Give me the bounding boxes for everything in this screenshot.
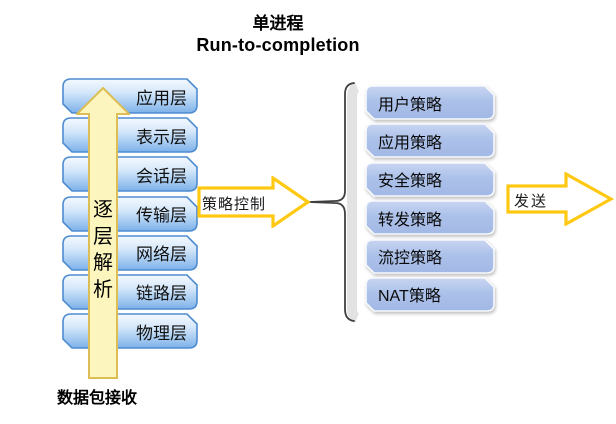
layer-label: 传输层 [136, 206, 187, 226]
policy-box-shape [365, 123, 495, 159]
curly-brace [308, 82, 360, 323]
title-line-1: 单进程 [252, 14, 304, 33]
up-arrow-label: 逐层解析 [93, 199, 113, 301]
layer-label: 物理层 [136, 323, 187, 343]
title-line-2: Run-to-completion [196, 35, 360, 56]
policy-box-shape [365, 85, 495, 120]
policy-box-nat: NAT策略 [365, 277, 495, 312]
packet-receive-label: 数据包接收 [57, 390, 138, 407]
layer-label: 应用层 [136, 88, 187, 108]
layer-label: 网络层 [136, 245, 187, 265]
diagram-title: 单进程 Run-to-completion [150, 13, 406, 57]
send-arrow [506, 172, 614, 226]
policy-label: 安全策略 [378, 173, 443, 191]
policy-box-shape [365, 277, 495, 312]
policy-label: 应用策略 [378, 134, 443, 152]
layer-label: 会话层 [136, 166, 187, 186]
policy-box-security: 安全策略 [365, 161, 495, 197]
policy-box-shape [365, 161, 495, 197]
policy-label: 转发策略 [378, 211, 443, 229]
policy-box-shape [365, 238, 495, 274]
layer-label: 链路层 [136, 284, 187, 304]
layer-label: 表示层 [136, 127, 187, 147]
policy-label: 流控策略 [378, 250, 443, 268]
policy-box-shape [365, 200, 495, 235]
policy-control-label: 策略控制 [202, 196, 267, 213]
policy-stack: 用户策略 应用策略 安全策略 转发策略 流控策略 NAT策略 [365, 85, 495, 312]
policy-box-app: 应用策略 [365, 123, 495, 159]
policy-label: 用户策略 [378, 96, 443, 114]
send-label: 发送 [514, 193, 549, 210]
policy-box-user: 用户策略 [365, 85, 495, 120]
policy-box-flowcontrol: 流控策略 [365, 238, 495, 274]
upward-parse-arrow [76, 87, 130, 379]
policy-control-arrow [197, 176, 311, 228]
policy-box-forward: 转发策略 [365, 200, 495, 235]
policy-label: NAT策略 [378, 288, 441, 306]
